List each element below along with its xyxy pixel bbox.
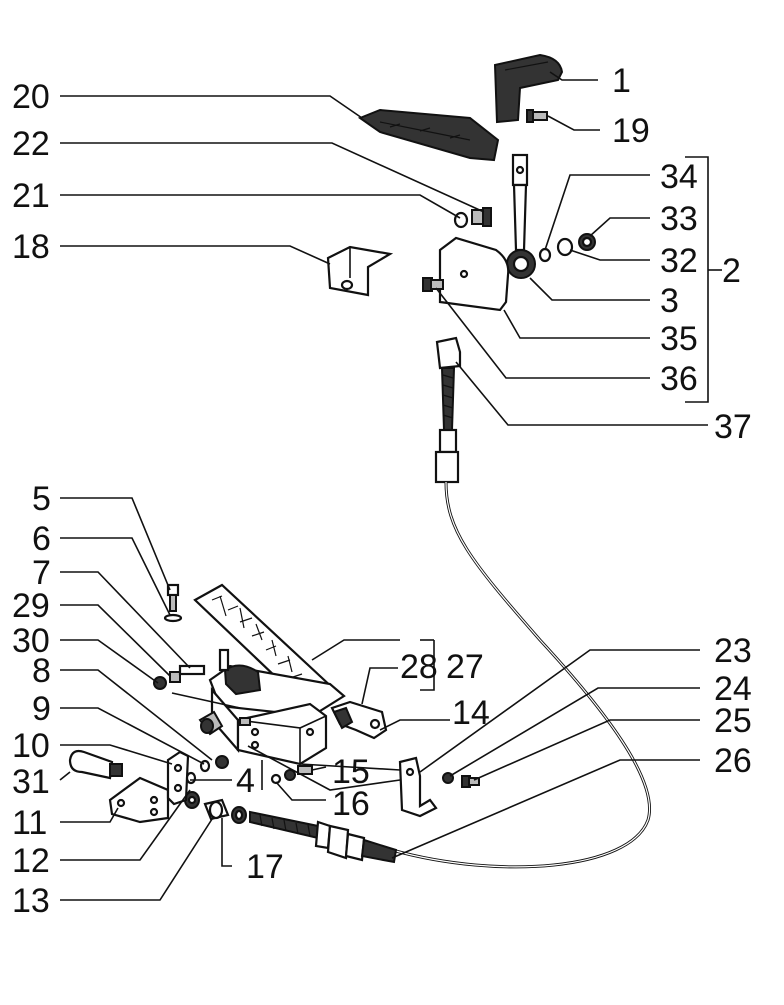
callout-35: 35 [660,320,698,358]
callout-12: 12 [12,842,50,880]
part-24-25-nut-screw [442,772,480,788]
part-10-lever [166,750,190,806]
part-18-bracket [326,245,394,297]
callout-3: 3 [660,282,679,320]
callout-25: 25 [714,702,752,740]
part-11-plate [108,776,170,824]
callout-31: 31 [12,763,50,801]
callout-18: 18 [12,228,50,266]
part-23-bracket [398,756,438,818]
pedal-assembly [193,583,346,766]
part-36-screw [422,277,444,292]
callout-23: 23 [714,632,752,670]
callout-16: 16 [332,785,370,823]
callout-5: 5 [32,480,51,518]
callout-1: 1 [612,62,631,100]
callout-33: 33 [660,200,698,238]
callout-32: 32 [660,242,698,280]
part-5-6-7-bolt-washer [163,583,183,623]
part-20-handle-bar [357,108,500,162]
callout-26: 26 [714,742,752,780]
callout-19: 19 [612,112,650,150]
callout-13: 13 [12,882,50,920]
callout-36: 36 [660,360,698,398]
callout-6: 6 [32,520,51,558]
callout-2: 2 [722,252,741,290]
callout-28: 28 [400,648,438,686]
callout-27: 27 [446,648,484,686]
part-21-22-nut-bolt [453,207,492,229]
part-26-cable-fitting [249,810,398,864]
callout-20: 20 [12,78,50,116]
callout-10: 10 [12,727,50,765]
part-35-cover [438,236,510,312]
part-14-28-cam [330,700,388,740]
leader-lines [59,71,722,901]
part-15-16-screw-nut [270,765,313,785]
callout-34: 34 [660,158,698,196]
callout-4: 4 [236,762,255,800]
part-31-sleeve [68,749,123,780]
callout-15: 15 [332,753,370,791]
part-19-screw [526,109,548,123]
callout-21: 21 [12,177,50,215]
callout-labels: 1 2 3 4 5 6 7 8 9 10 11 12 13 14 15 16 1… [12,62,752,920]
part-32-34-washers-nut [538,233,596,263]
part-9-12-washers [185,755,229,785]
part-3-lever-arm [506,153,536,279]
callout-24: 24 [714,670,752,708]
callout-8: 8 [32,652,51,690]
part-37-cable-end [434,336,462,484]
callout-17: 17 [246,848,284,886]
callout-29: 29 [12,587,50,625]
callout-11: 11 [12,804,47,842]
callout-22: 22 [12,125,50,163]
callout-30: 30 [12,622,50,660]
part-1-lever-grip [493,53,564,124]
control-cable [391,481,651,869]
callout-7: 7 [32,554,51,592]
callout-9: 9 [32,690,51,728]
part-13-17-spacer-nut [203,798,247,824]
callout-37: 37 [714,408,752,446]
callout-14: 14 [452,694,490,732]
part-29-30-screw-nut [153,664,206,690]
